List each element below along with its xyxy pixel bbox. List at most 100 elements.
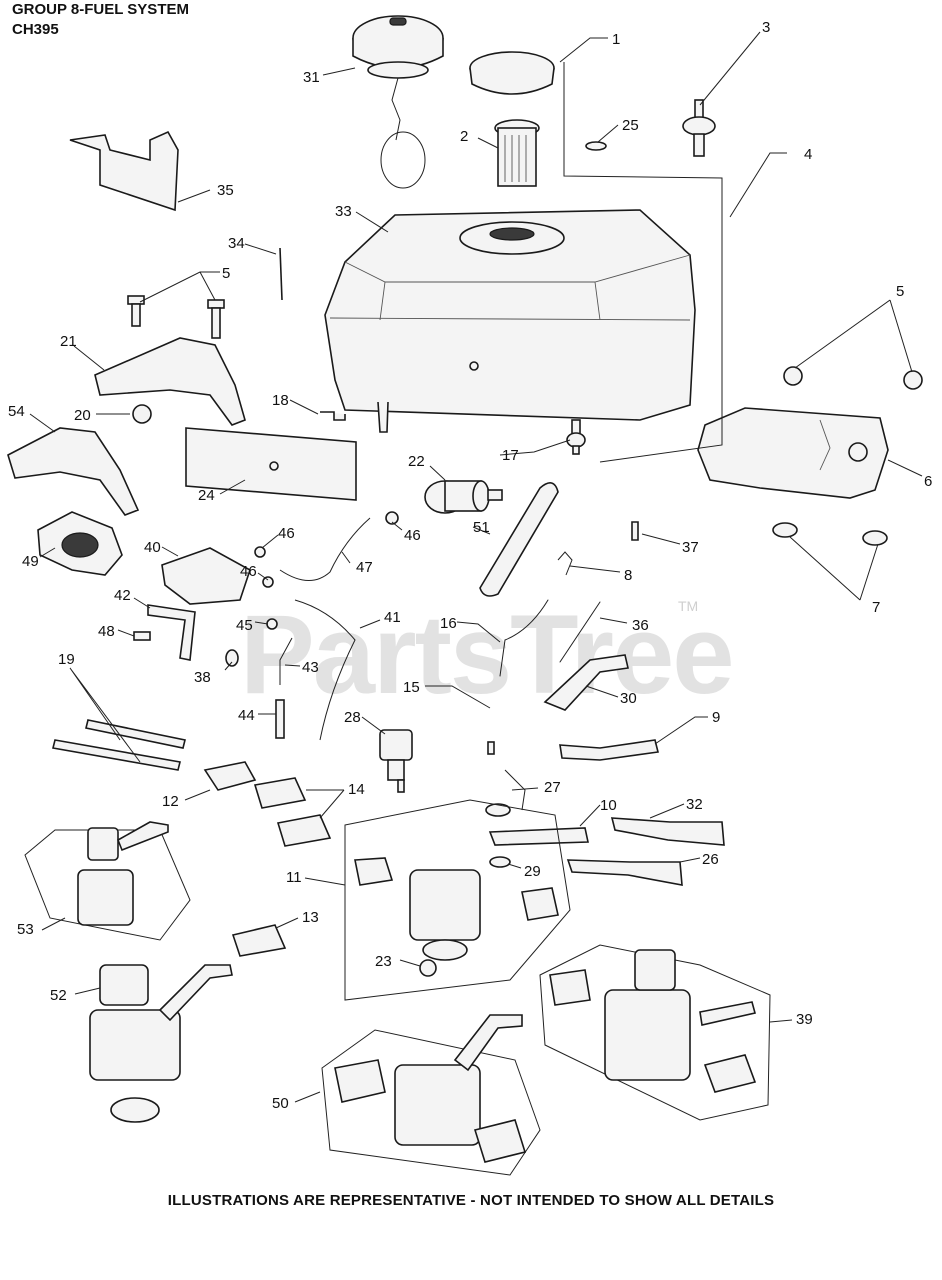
model-code: CH395	[12, 21, 59, 38]
flat-washer[interactable]	[225, 649, 239, 667]
control-lever-a[interactable]	[488, 827, 589, 846]
callout-10: 10	[600, 797, 617, 814]
callout-46-b: 46	[404, 527, 421, 544]
choke-bracket[interactable]	[147, 604, 196, 661]
callout-16: 16	[440, 615, 457, 632]
callout-4: 4	[804, 146, 812, 163]
throttle-lever[interactable]	[559, 739, 659, 761]
callout-46-c: 46	[240, 563, 257, 580]
hose-clamp[interactable]	[254, 546, 266, 558]
pivot-pin[interactable]	[85, 719, 186, 749]
callout-37: 37	[682, 539, 699, 556]
callout-34: 34	[228, 235, 245, 252]
hose-clamp[interactable]	[385, 511, 399, 525]
callout-1: 1	[612, 31, 620, 48]
carb-gasket-alt[interactable]	[231, 924, 287, 957]
carburetor-kit-53[interactable]	[24, 821, 191, 941]
callout-48: 48	[98, 623, 115, 640]
fuel-filter[interactable]	[424, 480, 503, 514]
linkage-screw[interactable]	[487, 741, 495, 755]
callout-15: 15	[403, 679, 420, 696]
barb-fitting[interactable]	[631, 521, 639, 541]
callout-36: 36	[632, 617, 649, 634]
callout-40: 40	[144, 539, 161, 556]
tank-bolt[interactable]	[279, 247, 283, 301]
fuel-line[interactable]	[294, 599, 356, 741]
callout-26: 26	[702, 851, 719, 868]
callout-17: 17	[502, 447, 519, 464]
callout-53: 53	[17, 921, 34, 938]
callout-22: 22	[408, 453, 425, 470]
callout-labels: 1 2 3 4 5 5 6 7 8 9 10 11 12 13 14 15 16…	[8, 19, 932, 1112]
callout-43: 43	[302, 659, 319, 676]
insulator-gasket[interactable]	[253, 777, 307, 809]
callout-44: 44	[238, 707, 255, 724]
callout-6: 6	[924, 473, 932, 490]
linkage-washer[interactable]	[485, 803, 511, 817]
callout-47: 47	[356, 559, 373, 576]
fuel-tank[interactable]	[324, 209, 696, 433]
carburetor-kit-39[interactable]	[539, 944, 771, 1121]
hex-bolt[interactable]	[320, 411, 346, 421]
hose-clamp[interactable]	[262, 576, 274, 588]
air-gasket[interactable]	[276, 814, 332, 847]
tank-strap-upper[interactable]	[94, 337, 246, 426]
tank-mount-bracket[interactable]	[69, 130, 179, 212]
engine-shroud[interactable]	[697, 407, 889, 499]
tank-washer[interactable]	[585, 141, 607, 151]
fuel-valve[interactable]	[682, 99, 716, 157]
control-lever-b[interactable]	[610, 817, 725, 846]
callout-32: 32	[686, 796, 703, 813]
flange-bolt[interactable]	[127, 295, 225, 339]
strap-nut[interactable]	[132, 404, 152, 424]
callout-13: 13	[302, 909, 319, 926]
callout-19: 19	[58, 651, 75, 668]
fuel-cap-alt[interactable]	[469, 51, 555, 95]
tank-strap-lower[interactable]	[7, 427, 140, 516]
callout-39: 39	[796, 1011, 813, 1028]
callout-14: 14	[348, 781, 365, 798]
callout-45: 45	[236, 617, 253, 634]
callout-5-right: 5	[896, 283, 904, 300]
vent-hose[interactable]	[279, 517, 371, 581]
bracket-bolt[interactable]	[133, 631, 151, 641]
fuel-hose[interactable]	[479, 482, 559, 597]
shroud-washer[interactable]	[772, 522, 798, 538]
shroud-washer[interactable]	[862, 530, 888, 546]
hose-clamp[interactable]	[266, 618, 278, 630]
callout-35: 35	[217, 182, 234, 199]
fuel-solenoid[interactable]	[379, 729, 413, 793]
callout-31: 31	[303, 69, 320, 86]
carburetor-kit-52[interactable]	[89, 964, 233, 1123]
drain-screw[interactable]	[419, 959, 437, 977]
drain-fitting[interactable]	[275, 699, 285, 739]
callout-5-left: 5	[222, 265, 230, 282]
corrugated-hose[interactable]	[499, 599, 549, 677]
callout-52: 52	[50, 987, 67, 1004]
carburetor-kit-11[interactable]	[344, 799, 571, 1001]
fuel-pump-bracket[interactable]	[161, 547, 251, 605]
callout-20: 20	[74, 407, 91, 424]
callout-7: 7	[872, 599, 880, 616]
choke-lever[interactable]	[543, 654, 629, 711]
hose-clip[interactable]	[557, 551, 573, 576]
spring-washer[interactable]	[489, 856, 511, 868]
throttle-link[interactable]	[504, 769, 526, 811]
carb-gasket[interactable]	[203, 761, 257, 791]
breather-hose[interactable]	[559, 601, 601, 663]
callout-21: 21	[60, 333, 77, 350]
fuel-shutoff-fitting[interactable]	[566, 419, 586, 455]
diagram-title: GROUP 8-FUEL SYSTEM CH395	[12, 0, 189, 40]
control-lever-c[interactable]	[566, 859, 683, 886]
callout-51: 51	[473, 519, 490, 536]
callout-24: 24	[198, 487, 215, 504]
fuel-strainer[interactable]	[494, 119, 540, 187]
carburetor-kit-50[interactable]	[321, 1014, 541, 1176]
shroud-bolt[interactable]	[783, 366, 803, 386]
pivot-pin[interactable]	[52, 739, 181, 771]
callout-8: 8	[624, 567, 632, 584]
drain-tube[interactable]	[279, 637, 293, 685]
shroud-bolt[interactable]	[903, 370, 923, 390]
fuel-cap-with-tether[interactable]	[352, 15, 444, 189]
watermark-logo: PartsTree	[240, 592, 735, 717]
